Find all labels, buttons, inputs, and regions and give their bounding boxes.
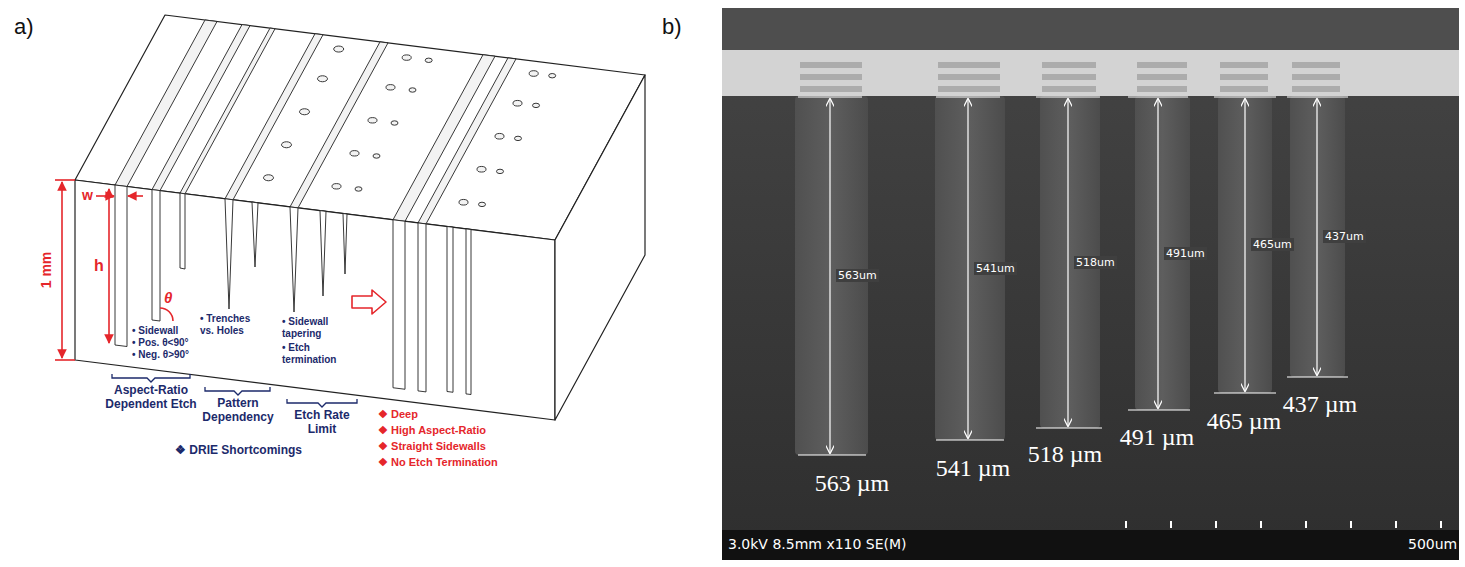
measurement-label: 541um	[974, 262, 1017, 275]
section-heading: ❖ DRIE Shortcomings	[175, 443, 302, 457]
measurement-label: 465um	[1251, 238, 1294, 251]
advantage-text: ❖ No Etch Termination	[378, 456, 498, 469]
depth-value: 437 µm	[1283, 390, 1358, 419]
silicon-block	[75, 15, 645, 420]
depth-value: 465 µm	[1207, 407, 1282, 436]
note-text: • Sidewall tapering	[282, 316, 354, 340]
note-text: • Etch termination	[282, 342, 354, 366]
measurement-label: 437um	[1323, 230, 1366, 243]
advantage-text: ❖ Straight Sidewalls	[378, 440, 486, 453]
category-label: Aspect-Ratio Dependent Etch	[99, 383, 203, 412]
depth-value: 541 µm	[936, 454, 1011, 483]
advantage-text: ❖ High Aspect-Ratio	[378, 424, 486, 437]
block-front-face	[75, 180, 555, 420]
note-text: • Pos. θ<90°	[132, 337, 189, 349]
dimension-label: h	[94, 256, 104, 275]
sem-info: 3.0kV 8.5mm x110 SE(M)	[728, 536, 907, 553]
depth-value: 518 µm	[1028, 440, 1103, 469]
measurement-label: 563um	[836, 269, 879, 282]
panel-letter: b)	[662, 14, 682, 40]
panel-letter: a)	[14, 14, 34, 40]
note-text: • Sidewall	[132, 325, 178, 337]
note-text: • Trenches vs. Holes	[200, 313, 266, 337]
dimension-label: 1 mm	[38, 252, 55, 289]
direction-arrow	[352, 290, 386, 314]
measurement-label: 491um	[1164, 247, 1207, 260]
trench-slots	[115, 20, 516, 224]
depth-value: 491 µm	[1120, 423, 1195, 452]
depth-value: 563 µm	[815, 469, 890, 498]
dimension-label: w	[82, 187, 93, 204]
block-side-face	[555, 75, 645, 420]
measurement-label: 518um	[1074, 256, 1117, 269]
note-text: • Neg. θ>90°	[132, 349, 189, 361]
scale-bar-label: 500um	[1408, 536, 1457, 553]
sem-image	[722, 8, 1459, 560]
category-label: Etch Rate Limit	[286, 408, 358, 437]
advantage-text: ❖ Deep	[378, 408, 418, 421]
angle-label: θ	[164, 289, 172, 307]
hole-openings	[264, 46, 556, 207]
category-label: Pattern Dependency	[199, 396, 277, 425]
trench-cross-sections	[115, 185, 471, 395]
